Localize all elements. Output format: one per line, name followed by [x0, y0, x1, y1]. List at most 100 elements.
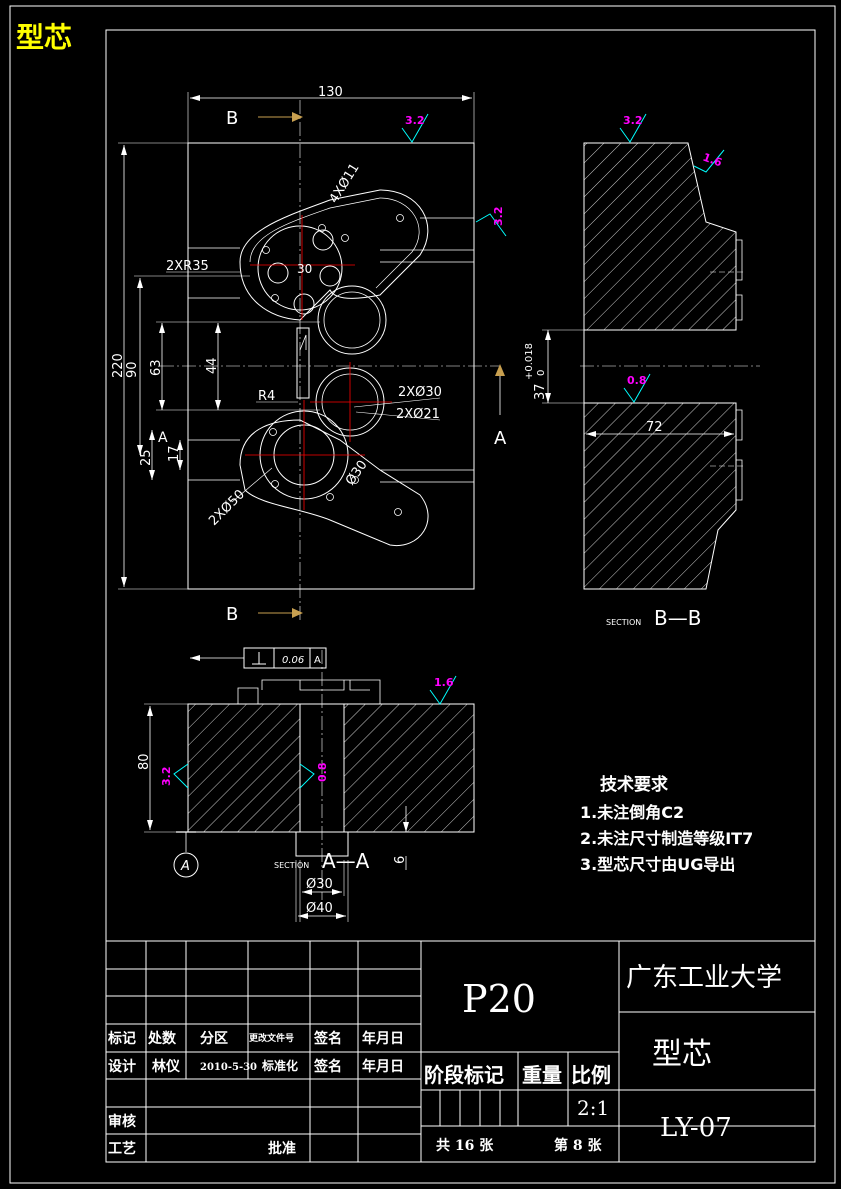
roughness-value: 3.2: [160, 767, 173, 787]
roughness-symbol-aa-center: 0.8: [299, 763, 329, 789]
radius-r4-label: R4: [258, 389, 275, 404]
screw-hole: [271, 480, 279, 488]
screw-hole: [269, 428, 277, 436]
upper-lobe-outline: [239, 189, 429, 321]
roughness-value: 0.8: [627, 374, 647, 387]
roughness-value: 3.2: [623, 114, 643, 127]
upper-core-circle: [257, 225, 343, 311]
dim-width: 130: [318, 85, 343, 100]
dia-40-aa: Ø40: [306, 901, 333, 916]
section-bb-view: 72 37 +0.018 0 3.2 1.6 0.8 SECTION B—B: [524, 113, 760, 630]
weight-label: 重量: [522, 1063, 562, 1087]
datum-circle-label: A: [180, 859, 190, 874]
dim-6: 6: [393, 856, 408, 864]
part-name: 型芯: [652, 1037, 712, 1072]
dim-30-label: 30: [297, 262, 312, 276]
section-b-top-label: B: [226, 108, 238, 129]
sheet-border-outer: [9, 5, 836, 1184]
drawing-no: LY-07: [660, 1113, 732, 1143]
standardize-label: 标准化: [261, 1058, 298, 1073]
roughness-symbol-right: 3.2: [475, 207, 507, 237]
mid-circle-upper: [317, 285, 387, 355]
title-block: [105, 940, 816, 1163]
leader-line: [231, 467, 273, 503]
screw-hole: [262, 246, 270, 254]
section-aa-top-features: [237, 679, 381, 704]
hole-4x11-label: 4XØ11: [327, 161, 363, 206]
section-aa-body-right: [343, 703, 475, 833]
gate-arrow: [299, 334, 307, 351]
dia-2x21-label: 2XØ21: [396, 407, 440, 422]
gate-slot: [296, 327, 310, 399]
screw-hole: [396, 214, 404, 222]
sign-label: 签名: [313, 1058, 342, 1075]
dia-30-aa: Ø30: [306, 877, 333, 892]
tolerance-datum: A: [314, 655, 321, 666]
approve-label: 批准: [268, 1140, 296, 1157]
screw-hole: [341, 234, 349, 242]
col-label-zone: 分区: [200, 1031, 228, 1047]
scale-value: 2:1: [577, 1096, 609, 1120]
section-aa-view: 0.06 A 80 6 Ø30 Ø40 A 1.6 3.: [137, 647, 475, 922]
dia-2x30-label: 2XØ30: [398, 385, 442, 400]
school-name: 广东工业大学: [626, 963, 782, 993]
radius-2xr35-label: 2XR35: [166, 259, 209, 274]
roughness-value: 3.2: [492, 207, 505, 227]
hole-11-b: [312, 229, 334, 251]
tech-item: 1.未注倒角C2: [580, 803, 684, 822]
tech-heading: 技术要求: [600, 774, 668, 795]
dim-25: 25: [139, 449, 154, 466]
screw-hole: [318, 224, 326, 232]
section-b-bottom-label: B: [226, 604, 238, 625]
dim-63: 63: [149, 359, 164, 376]
tolerance-value: 0.06: [282, 655, 304, 666]
design-date: 2010-5-30: [200, 1062, 257, 1073]
tech-requirements: 技术要求 1.未注倒角C2 2.未注尺寸制造等级IT7 3.型芯尺寸由UG导出: [580, 774, 753, 874]
section-bb-label: B—B: [654, 606, 701, 630]
section-aa-prefix: SECTION: [274, 861, 309, 870]
leader-line: [355, 411, 441, 421]
dim-37: 37: [533, 383, 548, 400]
sheets-total: 共 16 张: [436, 1137, 494, 1154]
dim-80: 80: [137, 753, 152, 770]
leader-line: [353, 397, 441, 408]
dim-44: 44: [205, 357, 220, 374]
screw-hole: [326, 493, 334, 501]
section-a-arrowhead: [495, 364, 505, 376]
scale-label: 比例: [571, 1063, 611, 1087]
section-aa-boss: [295, 832, 349, 857]
tolerance-frame: 0.06 A: [190, 647, 327, 669]
roughness-symbol-bb-hole: 0.8: [623, 373, 651, 403]
roughness-value: 3.2: [405, 114, 425, 127]
review-label: 审核: [108, 1113, 136, 1130]
roughness-symbol-aa-left: 3.2: [160, 763, 189, 789]
hole-11-a: [267, 262, 289, 284]
header-title: 型芯: [16, 21, 72, 54]
roughness-symbol-aa-top: 1.6: [429, 675, 457, 705]
hole-11-d: [293, 293, 315, 315]
front-view: 130 B B A: [111, 85, 507, 625]
col-label-count: 处数: [147, 1030, 177, 1047]
roughness-symbol-bb-slope: 1.6: [693, 149, 725, 173]
part-number: P20: [462, 977, 536, 1021]
section-bb-prefix: SECTION: [606, 618, 641, 627]
stage-label: 阶段标记: [424, 1063, 504, 1087]
section-bb-steps: [736, 239, 743, 501]
roughness-symbol-bb-top: 3.2: [619, 113, 647, 143]
lower-lobe-outline: [239, 419, 429, 546]
tech-item: 2.未注尺寸制造等级IT7: [580, 829, 753, 848]
section-a-label: A: [494, 428, 507, 449]
tol-lower: 0: [536, 370, 547, 376]
section-aa-label: A—A: [322, 849, 370, 873]
tol-upper: +0.018: [524, 343, 535, 380]
col-label-date: 年月日: [362, 1030, 404, 1047]
date-label: 年月日: [362, 1058, 404, 1075]
design-label: 设计: [108, 1058, 136, 1075]
section-aa-body-left: [187, 703, 301, 833]
process-label: 工艺: [108, 1140, 136, 1157]
col-label-sign: 签名: [313, 1030, 342, 1047]
dim-17: 17: [167, 445, 182, 462]
mid-circle-upper-inner: [323, 291, 381, 349]
hole-11-c: [319, 265, 341, 287]
